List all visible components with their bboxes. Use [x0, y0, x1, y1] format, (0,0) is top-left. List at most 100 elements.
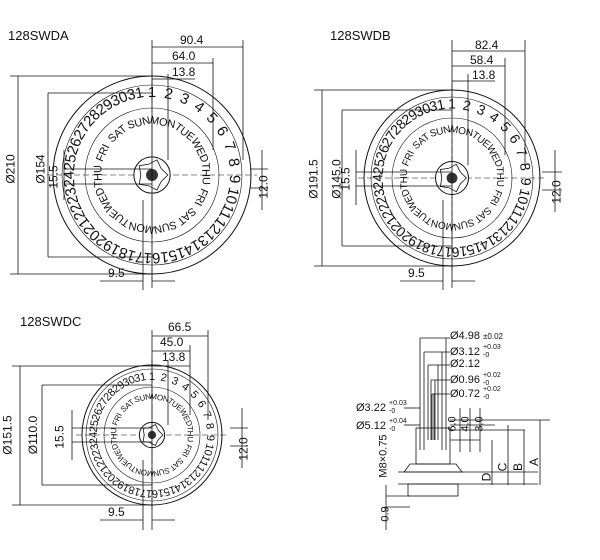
tol-down: -0	[483, 394, 490, 401]
tol-up: +0.03	[483, 344, 501, 351]
day-label: FRI	[180, 443, 194, 458]
date-number: 21	[75, 214, 99, 238]
date-number: 26	[90, 407, 106, 423]
date-number: 25	[61, 153, 80, 172]
dim-bottom: 9.5	[408, 266, 425, 280]
date-number: 23	[88, 442, 103, 457]
day-label: THU	[399, 169, 410, 190]
date-number: 21	[98, 462, 115, 479]
dim-top-2: 45.0	[160, 335, 184, 349]
date-number: 25	[369, 158, 387, 176]
day-label: THU	[109, 427, 118, 444]
dim-left-outer: Ø210	[3, 154, 18, 184]
dim-right: 12.0	[549, 180, 564, 204]
date-number: 2	[163, 85, 175, 103]
label-3-0: 3.0	[473, 416, 486, 432]
date-number: 4	[191, 98, 208, 117]
dia-value: Ø0.72	[450, 387, 480, 400]
tol-down: -0	[483, 380, 490, 387]
day-label: THU	[494, 166, 505, 187]
date-number: 27	[70, 120, 93, 143]
date-number: 8	[225, 157, 243, 168]
date-number: 22	[92, 452, 108, 468]
date-number: 6	[506, 131, 524, 146]
dim-left-outer: Ø191.5	[306, 159, 321, 199]
date-number: 7	[513, 146, 531, 159]
date-number: 9	[226, 175, 243, 184]
label-B: B	[511, 462, 526, 472]
day-label: WED	[400, 187, 420, 213]
date-number: 18	[117, 243, 138, 264]
dia-value: Ø2.12	[450, 358, 480, 370]
date-number: 4	[487, 108, 503, 126]
day-label: FRI	[400, 149, 417, 168]
date-number: 11	[508, 201, 529, 221]
date-number: 8	[203, 422, 216, 430]
date-number: 22	[375, 200, 396, 221]
date-number: 25	[88, 419, 102, 433]
label-d322: Ø3.22 +0.03-0	[356, 400, 407, 416]
date-number: 14	[172, 478, 189, 494]
tol-up: +0.04	[389, 418, 407, 425]
date-number: 31	[133, 371, 147, 385]
date-number: 6	[195, 398, 208, 410]
date-number: 23	[370, 187, 389, 206]
dim-top-3: 13.8	[472, 68, 496, 82]
date-number: 23	[62, 185, 83, 205]
day-label: SUN	[152, 465, 171, 478]
tolerance: +0.03-0	[389, 400, 407, 416]
date-number: 29	[93, 96, 116, 119]
date-number: 5	[203, 109, 221, 127]
dim-left-small: 15.5	[46, 165, 61, 189]
date-number: 19	[116, 478, 133, 494]
date-number: 12	[189, 462, 206, 479]
day-label: MON	[430, 217, 455, 232]
tolerance: ±0.02	[483, 332, 503, 341]
date-number: 17	[436, 243, 453, 261]
dim-left-small: 15.5	[338, 167, 353, 191]
dim-top-1: 66.5	[168, 320, 192, 334]
label-C: C	[495, 462, 510, 472]
label-d512: Ø5.12 +0.04-0	[356, 418, 407, 434]
date-number: 24	[88, 432, 101, 445]
date-number: 27	[378, 128, 400, 150]
date-number: 16	[151, 486, 164, 499]
tol-down: -0	[389, 426, 396, 433]
day-label: WED	[93, 185, 115, 213]
dim-left-outer: Ø151.5	[0, 415, 15, 455]
label-d212: Ø2.12	[450, 358, 480, 370]
date-number: 22	[67, 200, 90, 222]
day-label: MON	[128, 219, 156, 236]
label-0-9: 0.9	[379, 506, 392, 522]
dia-value: Ø4.98	[450, 330, 480, 342]
date-number: 27	[94, 396, 111, 413]
date-number: 11	[215, 201, 237, 222]
day-label: SAT	[106, 123, 130, 146]
day-label: SUN	[152, 218, 178, 235]
label-d312: Ø3.12 +0.03-0	[450, 344, 501, 360]
tolerance: +0.04-0	[389, 418, 407, 434]
dia-value: Ø5.12	[356, 419, 386, 432]
panel-title: 128SWDB	[330, 28, 391, 43]
date-number: 26	[372, 142, 392, 162]
date-number: 8	[517, 162, 534, 172]
dim-top-2: 64.0	[172, 49, 196, 63]
date-number: 14	[181, 236, 204, 259]
tolerance: +0.02-0	[483, 372, 501, 388]
date-number: 7	[200, 410, 213, 420]
dim-bottom: 9.5	[108, 505, 125, 519]
panel-side-view: Ø4.98 ±0.02 Ø3.12 +0.03-0 Ø2.12 Ø0.96 +0…	[300, 290, 600, 560]
date-number: 30	[121, 374, 137, 390]
tol-down: -0	[483, 352, 490, 359]
tolerance: +0.02-0	[483, 386, 501, 402]
date-number: 3	[170, 375, 180, 388]
dim-right: 12.0	[256, 175, 271, 199]
dia-value: Ø3.22	[356, 401, 386, 414]
date-number: 9	[518, 177, 534, 186]
label-6-0: 6.0	[446, 416, 459, 432]
dim-bottom: 9.5	[108, 266, 125, 280]
